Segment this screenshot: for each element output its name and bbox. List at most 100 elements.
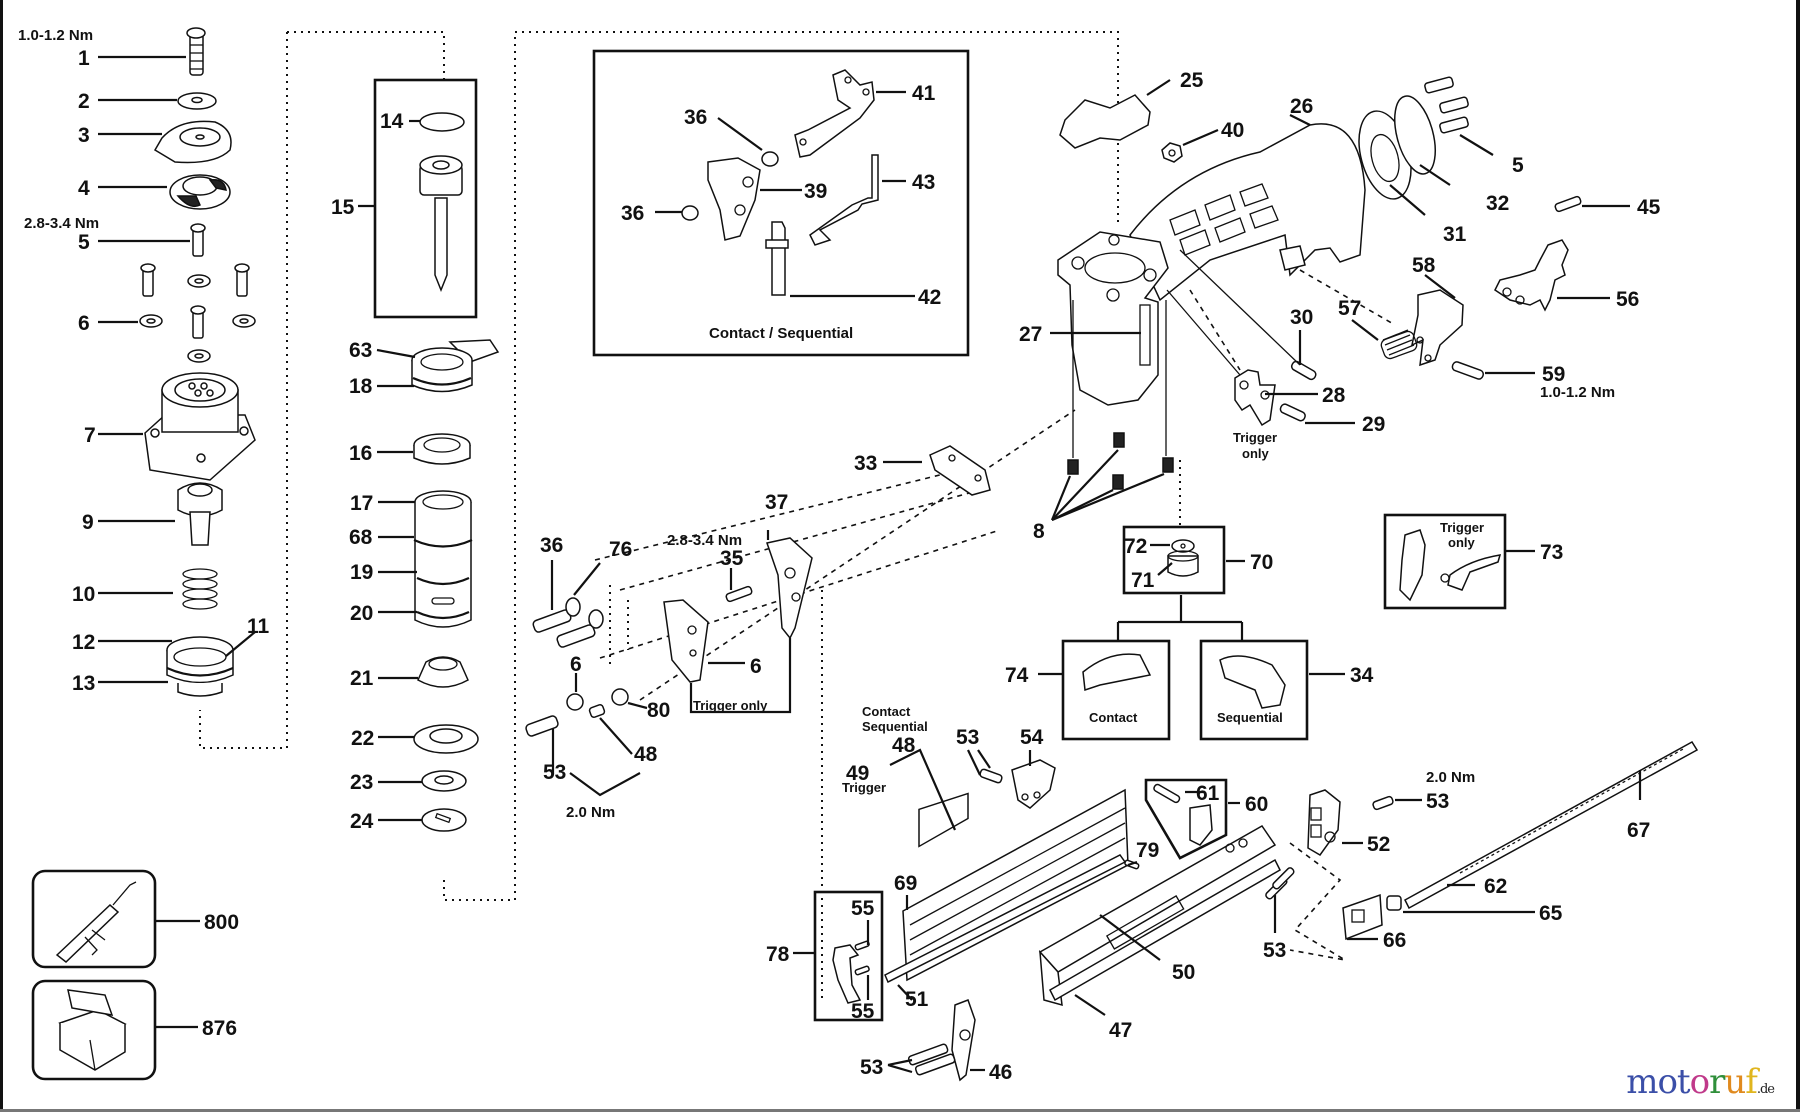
torque-note-5: 2.8-3.4 Nm xyxy=(24,215,99,232)
torque-note-80-53: 2.0 Nm xyxy=(566,804,615,821)
label-12: 12 xyxy=(72,631,95,654)
label-47: 47 xyxy=(1109,1019,1132,1042)
part-73-contact-box xyxy=(1061,639,1171,741)
label-62: 62 xyxy=(1484,875,1507,898)
label-57: 57 xyxy=(1338,297,1361,320)
contact-label: Contact xyxy=(1089,710,1138,725)
part-17-20-cylinder xyxy=(413,490,473,628)
watermark-letter: r xyxy=(1709,1062,1725,1102)
label-58: 58 xyxy=(1412,254,1436,277)
label-61: 61 xyxy=(1196,782,1220,805)
part-37-36-screws xyxy=(532,597,604,648)
label-80: 53 xyxy=(543,761,566,784)
part-24-disc xyxy=(421,808,467,832)
label-5: 5 xyxy=(78,231,90,254)
label-28: 28 xyxy=(1322,384,1346,407)
label-66: 66 xyxy=(1383,929,1406,952)
frame-border-left xyxy=(0,0,3,1112)
part-48-49-label xyxy=(918,792,969,848)
label-6-plate-b: 80 xyxy=(647,699,670,722)
label-60: 60 xyxy=(1245,793,1268,816)
part-40-nut xyxy=(1161,142,1183,163)
part-57-spring xyxy=(1380,329,1418,360)
torque-note-53-right: 2.0 Nm xyxy=(1426,769,1475,786)
part-3-cap xyxy=(153,120,232,164)
leaders-piston xyxy=(358,119,422,822)
part-22-washer xyxy=(413,724,479,754)
label-50: 50 xyxy=(1172,961,1195,984)
label-29: 29 xyxy=(1362,413,1385,436)
labels-trigger: 45 58 56 30 57 59 1.0-1.2 Nm 28 29 Trigg… xyxy=(1233,196,1661,461)
sequential-label: Sequential xyxy=(1217,710,1283,725)
part-63-18-sleeve xyxy=(411,339,500,393)
torque-note-1: 1.0-1.2 Nm xyxy=(18,27,93,44)
label-72: 72 xyxy=(1124,535,1147,558)
part-34-plate xyxy=(766,537,813,640)
watermark-letter: f xyxy=(1745,1062,1758,1102)
part-6-washers xyxy=(139,274,256,363)
label-45: 45 xyxy=(1637,196,1661,219)
part-41-bracket xyxy=(794,69,875,158)
part-73-contact-nose xyxy=(1082,653,1152,692)
part-78-box xyxy=(813,890,884,1022)
label-23: 23 xyxy=(350,771,373,794)
label-55-top: 55 xyxy=(851,897,875,920)
leaders-box xyxy=(655,90,915,298)
part-5-screws-cap xyxy=(1424,76,1469,134)
part-53-screw-right xyxy=(1265,795,1394,900)
part-5-screws xyxy=(140,223,250,339)
label-51: 51 xyxy=(905,988,929,1011)
part-43-lever xyxy=(809,154,879,246)
label-33: 33 xyxy=(854,452,877,475)
part-26-housing xyxy=(1129,123,1366,302)
labels-box: 36 36 39 41 43 42 Contact / Sequential xyxy=(621,82,941,342)
part-59-pin xyxy=(1451,361,1485,380)
part-23-washer xyxy=(421,770,467,792)
tree-connector xyxy=(1116,595,1244,640)
label-20: 20 xyxy=(350,602,373,625)
label-63: 63 xyxy=(349,339,372,362)
leaders-magazine xyxy=(793,748,1642,1074)
leader-71 xyxy=(1157,562,1173,576)
part-65-clip xyxy=(1386,895,1402,911)
watermark-letter: m xyxy=(1626,1062,1658,1102)
part-9-valve xyxy=(177,482,223,546)
label-5-cap: 5 xyxy=(1512,154,1524,177)
contact-sequential-box xyxy=(592,49,970,357)
part-8-bolts xyxy=(1067,432,1174,490)
label-53-nose: 53 xyxy=(860,1056,883,1079)
label-59: 59 xyxy=(1542,363,1565,386)
label-49: 49 xyxy=(846,762,869,785)
torque-note-59: 1.0-1.2 Nm xyxy=(1540,384,1615,401)
box-caption: Contact / Sequential xyxy=(709,325,853,342)
frame-border-right xyxy=(1796,0,1800,1112)
trigger-note-49: Trigger xyxy=(842,780,886,795)
label-73: 74 xyxy=(1005,664,1029,687)
label-19: 19 xyxy=(350,561,373,584)
accessory-876-box xyxy=(31,979,157,1081)
part-28-bracket xyxy=(1234,369,1276,427)
labels-piston: 14 15 63 18 16 17 68 19 20 21 22 23 24 xyxy=(331,110,404,833)
labels-magazine: Contact Sequential 48 49 Trigger 53 54 6… xyxy=(766,704,1650,1084)
label-53-right: 53 xyxy=(1426,790,1449,813)
watermark-suffix: .de xyxy=(1756,1082,1775,1097)
label-78: 78 xyxy=(766,943,790,966)
label-53-latch: 53 xyxy=(956,726,979,749)
label-39: 39 xyxy=(804,180,827,203)
part-60-61-box xyxy=(1144,778,1228,860)
part-35-trigger-plate xyxy=(663,599,709,683)
assembly-guide-lines xyxy=(199,31,1396,1000)
part-14-ring xyxy=(419,112,465,132)
label-40: 40 xyxy=(1221,119,1244,142)
watermark-letter: u xyxy=(1724,1062,1746,1102)
label-30: 30 xyxy=(1290,306,1313,329)
leaders-plate xyxy=(550,530,792,797)
part-75-trigger-parts xyxy=(1399,529,1502,602)
part-21-bumper xyxy=(417,656,469,688)
part-30-pin xyxy=(1290,360,1317,381)
part-47-50-magazine-base xyxy=(1038,825,1281,1007)
label-70: 70 xyxy=(1250,551,1273,574)
label-42: 42 xyxy=(918,286,941,309)
watermark-logo: motoruf.de xyxy=(1626,1062,1775,1102)
label-48: 48 xyxy=(892,734,916,757)
